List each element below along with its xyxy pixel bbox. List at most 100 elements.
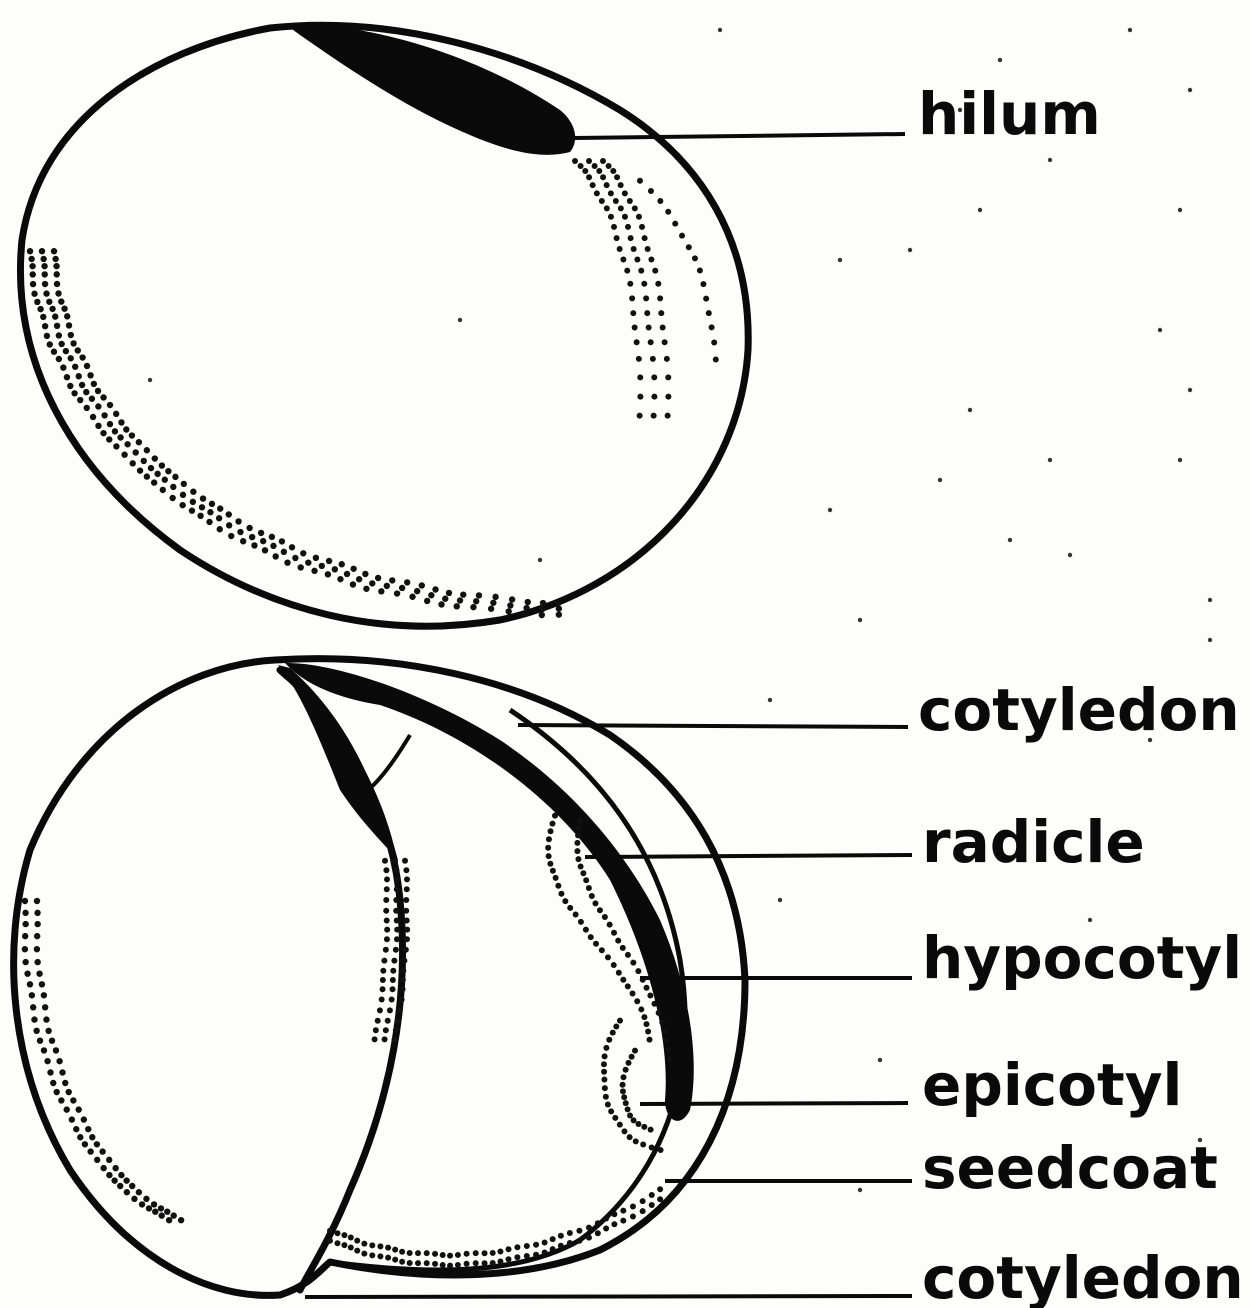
- stipple-dot: [679, 233, 685, 239]
- stipple-dot: [630, 1203, 636, 1209]
- label-cotyledon-top: cotyledon: [918, 676, 1240, 744]
- stipple-dot: [404, 936, 410, 942]
- stipple-dot: [586, 174, 592, 180]
- stipple-dot: [54, 323, 60, 329]
- stipple-dot: [620, 1218, 626, 1224]
- stipple-dot: [189, 508, 195, 514]
- stipple-dot: [226, 522, 232, 528]
- stipple-dot: [605, 954, 611, 960]
- stipple-dot: [706, 310, 712, 316]
- stipple-dot: [383, 908, 389, 914]
- stipple-dot: [613, 1024, 619, 1030]
- stipple-dot: [651, 413, 657, 419]
- stipple-dot: [622, 190, 628, 196]
- stipple-dot: [41, 263, 47, 269]
- stipple-dot: [713, 356, 719, 362]
- stipple-dot: [40, 256, 46, 262]
- stipple-dot: [400, 986, 406, 992]
- stipple-dot: [550, 1246, 556, 1252]
- stipple-dot: [341, 1232, 347, 1238]
- stipple-dot: [124, 441, 130, 447]
- stipple-dot: [270, 543, 276, 549]
- stipple-dot: [540, 600, 546, 606]
- stipple-dot: [34, 921, 40, 927]
- stipple-dot: [30, 271, 36, 277]
- speck: [1048, 158, 1052, 162]
- stipple-dot: [634, 998, 640, 1004]
- stipple-dot: [492, 594, 498, 600]
- stipple-dot: [623, 1100, 629, 1106]
- stipple-dot: [79, 354, 85, 360]
- stipple-dot: [59, 1069, 65, 1075]
- stipple-dot: [664, 356, 670, 362]
- stipple-dot: [170, 484, 176, 490]
- stipple-dot: [379, 996, 385, 1002]
- stipple-dot: [42, 1004, 48, 1010]
- stipple-dot: [424, 1260, 430, 1266]
- stipple-dot: [378, 588, 384, 594]
- stipple-dot: [107, 421, 113, 427]
- speck: [838, 258, 842, 262]
- stipple-dot: [401, 958, 407, 964]
- stipple-dot: [524, 1253, 530, 1259]
- stipple-dot: [630, 960, 636, 966]
- stipple-dot: [42, 323, 48, 329]
- stipple-dot: [235, 518, 241, 524]
- stipple-dot: [404, 886, 410, 892]
- stipple-dot: [432, 586, 438, 592]
- stipple-dot: [49, 306, 55, 312]
- speck: [1208, 638, 1212, 642]
- stipple-dot: [385, 1245, 391, 1251]
- stipple-dot: [636, 214, 642, 220]
- stipple-dot: [649, 1202, 655, 1208]
- speck: [998, 58, 1002, 62]
- stipple-dot: [22, 933, 28, 939]
- stipple-dot: [124, 1189, 130, 1195]
- stipple-dot: [621, 1094, 627, 1100]
- stipple-dot: [424, 598, 430, 604]
- stipple-dot: [123, 426, 129, 432]
- stipple-dot: [596, 168, 602, 174]
- stipple-dot: [284, 559, 290, 565]
- stipple-dot: [634, 256, 640, 262]
- stipple-dot: [610, 168, 616, 174]
- speck: [778, 898, 782, 902]
- stipple-dot: [399, 996, 405, 1002]
- stipple-dot: [655, 281, 661, 287]
- stipple-dot: [606, 1037, 612, 1043]
- stipple-dot: [664, 1037, 670, 1043]
- stipple-dot: [649, 1192, 655, 1198]
- stipple-dot: [632, 325, 638, 331]
- stipple-dot: [603, 1045, 609, 1051]
- stipple-dot: [206, 519, 212, 525]
- stipple-dot: [356, 576, 362, 582]
- stipple-dot: [43, 1016, 49, 1022]
- leader-cotyledon-top: [518, 725, 908, 727]
- stipple-dot: [52, 313, 58, 319]
- stipple-dot: [558, 1243, 564, 1249]
- stipple-dot: [415, 1250, 421, 1256]
- stipple-dot: [42, 281, 48, 287]
- stipple-dot: [404, 918, 410, 924]
- stipple-dot: [392, 1247, 398, 1253]
- stipple-dot: [464, 1251, 470, 1257]
- stipple-dot: [61, 305, 67, 311]
- stipple-dot: [207, 509, 213, 515]
- stipple-dot: [547, 861, 553, 867]
- stipple-dot: [69, 1116, 75, 1122]
- stipple-dot: [578, 863, 584, 869]
- stipple-dot: [22, 910, 28, 916]
- stipple-dot: [354, 1248, 360, 1254]
- stipple-dot: [394, 936, 400, 942]
- stipple-dot: [380, 977, 386, 983]
- stipple-dot: [162, 477, 168, 483]
- stipple-dot: [601, 1069, 607, 1075]
- stipple-dot: [648, 1127, 654, 1133]
- stipple-dot: [556, 599, 562, 605]
- stipple-dot: [652, 268, 658, 274]
- speck: [1008, 538, 1012, 542]
- stipple-dot: [603, 1094, 609, 1100]
- stipple-dot: [50, 1080, 56, 1086]
- stipple-dot: [576, 1238, 582, 1244]
